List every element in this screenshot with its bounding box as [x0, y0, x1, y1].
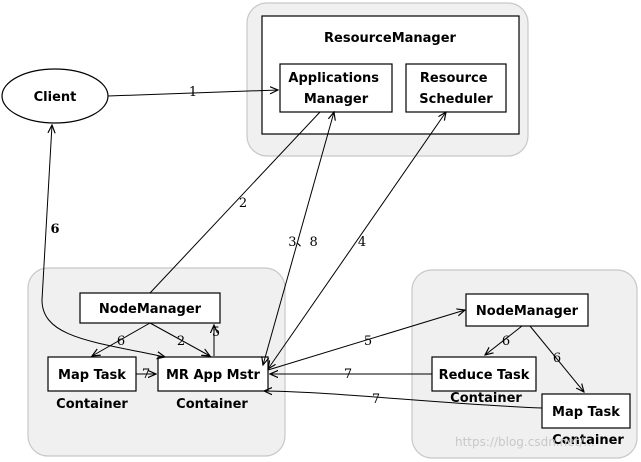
- resource-scheduler-box: [405, 63, 507, 113]
- resource-scheduler-label: Resource Scheduler: [419, 71, 493, 107]
- container-left-1-label: Container: [56, 397, 128, 412]
- node-manager-left-label: NodeManager: [99, 302, 202, 317]
- edge-client-to-am: [107, 90, 278, 97]
- edge-label-rs-to-mr: 4: [358, 235, 366, 250]
- edge-label-mr-to-nm: 5: [212, 325, 220, 340]
- container-left-2-label: Container: [176, 397, 248, 412]
- edge-label-reduce-to-mr: 7: [344, 367, 352, 382]
- edge-mr-to-nm-right: [267, 310, 465, 371]
- container-right-2-label: Container: [552, 433, 624, 448]
- edge-label-am-to-mr: 3、8: [288, 235, 318, 250]
- client-label: Client: [34, 90, 77, 105]
- node-manager-right-label: NodeManager: [476, 304, 579, 319]
- edge-label-nm-right-to-reduce: 6: [502, 334, 510, 349]
- edge-maptask-right-to-mr: [264, 391, 543, 409]
- edge-label-nm-to-mr: 2: [177, 334, 185, 349]
- mr-app-master-label: MR App Mstr: [166, 368, 261, 383]
- watermark: https://blog.csdn.net/...: [455, 435, 595, 449]
- edge-nm-to-mr: [149, 322, 210, 356]
- edge-nm-to-maptask: [92, 322, 151, 356]
- map-task-left-label: Map Task: [58, 368, 126, 383]
- map-task-left-box: [47, 356, 137, 392]
- edge-nm-right-to-maptask: [529, 325, 584, 392]
- edge-label-client-to-am: 1: [189, 85, 197, 100]
- edge-label-maptask-right-to-mr: 7: [372, 392, 380, 407]
- map-task-right-box: [541, 393, 631, 429]
- map-task-right-label: Map Task: [552, 405, 620, 420]
- applications-manager-label: Applications Manager: [288, 71, 383, 107]
- edge-label-mr-to-nm-right: 5: [364, 334, 372, 349]
- edge-nm-right-to-reduce: [485, 325, 523, 355]
- edge-label-nm-to-am: 2: [239, 196, 247, 211]
- edge-label-nm-right-to-maptask: 6: [553, 351, 561, 366]
- edge-label-maptask-to-mr: 7: [142, 367, 150, 382]
- edge-label-mr-to-client: 6: [50, 222, 59, 237]
- edge-nm-to-am: [149, 111, 321, 294]
- edge-mr-to-client: [41, 125, 165, 357]
- resource-manager-label: ResourceManager: [324, 31, 457, 46]
- node-manager-right-box: [465, 293, 589, 327]
- edge-label-nm-to-maptask: 6: [117, 334, 125, 349]
- container-right-1-label: Container: [450, 391, 522, 406]
- edge-rs-to-mr: [268, 112, 446, 369]
- mr-app-master-box: [157, 356, 269, 392]
- reduce-task-label: Reduce Task: [439, 368, 530, 383]
